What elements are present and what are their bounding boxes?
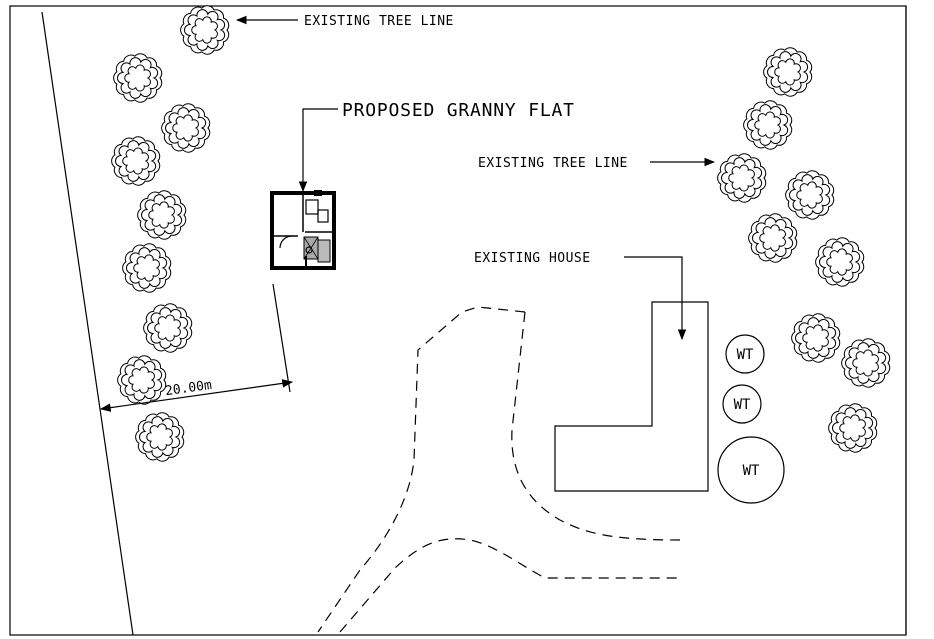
- driveway-edge-left: [317, 306, 526, 633]
- tree-symbol: [143, 303, 193, 353]
- existing-house-leader: [624, 256, 687, 341]
- water-tank-label: WT: [743, 463, 760, 479]
- label-existing-house: EXISTING HOUSE: [474, 251, 591, 266]
- water-tank-label: WT: [734, 397, 751, 413]
- granny-flat-plan: [270, 190, 336, 270]
- tree-symbol: [117, 355, 167, 405]
- label-existing-tree-line-top: EXISTING TREE LINE: [304, 14, 454, 29]
- tree-symbol: [748, 213, 798, 263]
- tree-symbol: [137, 190, 187, 240]
- tree-symbol: [111, 136, 161, 186]
- dimension-20m: 20.00m: [99, 283, 294, 412]
- tree-symbol: [791, 313, 841, 363]
- property-boundary-line: [41, 11, 134, 636]
- tree-symbol: [135, 412, 185, 462]
- tree-symbol: [785, 170, 835, 220]
- tree-symbol: [122, 243, 172, 293]
- label-existing-tree-line-right: EXISTING TREE LINE: [478, 156, 628, 171]
- tree-symbol: [161, 103, 211, 153]
- water-tank: WT: [722, 384, 762, 424]
- tree-symbol: [743, 100, 793, 150]
- tree-symbol: [113, 53, 163, 103]
- tree-symbol: [841, 338, 891, 388]
- tree-symbol: [828, 403, 878, 453]
- tree-symbol: [180, 5, 230, 55]
- tree-group: [111, 5, 891, 462]
- dimension-label: 20.00m: [164, 378, 213, 399]
- granny-flat-leader: [298, 108, 338, 193]
- tree-symbol: [815, 237, 865, 287]
- tree-symbol: [763, 47, 813, 97]
- water-tank-label: WT: [737, 347, 754, 363]
- water-tank: WT: [717, 436, 785, 504]
- existing-house-outline: [554, 301, 709, 492]
- driveway-edge-right: [511, 311, 681, 541]
- driveway-edge-lower: [339, 538, 680, 633]
- tree-symbol: [717, 153, 767, 203]
- water-tank: WT: [725, 334, 765, 374]
- label-proposed-granny-flat: PROPOSED GRANNY FLAT: [342, 100, 575, 121]
